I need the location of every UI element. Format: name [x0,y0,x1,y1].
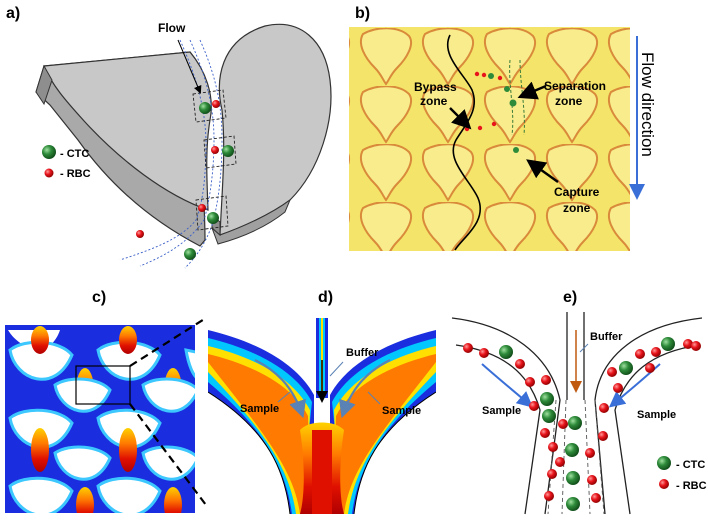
flow-arrow [177,39,202,94]
panel-a: a) [6,5,332,269]
rbc-cell [211,146,219,154]
micrograph [349,27,630,251]
panel-b-label: b) [355,5,370,22]
zone-boxes [192,89,237,231]
sample-left-label-e: Sample [482,405,521,417]
panel-c-label: c) [92,289,106,306]
sample-arrow-right [338,359,391,419]
buffer-pointer-e [579,343,589,353]
bypass-label-1: Bypass [414,80,457,94]
sample-pointer-left [277,391,291,403]
flow-label: Flow [158,21,186,35]
legend-a: - CTC - RBC [42,145,91,180]
rbc-cell [464,126,470,132]
bypass-arrow [449,107,472,130]
panel-c: c) [5,289,207,513]
ctc-cell [222,145,234,157]
chip-right [211,23,332,245]
legend-e-rbc-text: - RBC [676,480,707,492]
velocity-field-d [208,318,436,514]
legend-ctc-swatch [657,456,671,470]
panel-d: d) [208,289,436,514]
legend-a-rbc-text: - RBC [60,168,91,180]
zoom-line-top [129,317,207,367]
sample-pointer-right [367,391,381,405]
legend-e-ctc-text: - CTC [676,459,705,471]
buffer-label-d: Buffer [346,347,379,359]
panel-b: b) Bypass zone Separation zone Capture z… [349,5,657,251]
ctc-cell [513,147,519,153]
flow-direction-label: Flow direction [638,52,657,157]
streamline [509,59,514,136]
legend-rbc-swatch [659,479,669,489]
ctc-cell [199,102,211,114]
rbc-cell [497,75,503,81]
legend-ctc-swatch [42,145,56,159]
ctc-cell [184,248,196,260]
capture-label-1: Capture [554,185,600,199]
sample-arrow-left [254,359,307,419]
flow-streamlines [119,39,223,269]
panel-a-label: a) [6,5,20,22]
buffer-pointer [329,361,344,377]
bypass-label-2: zone [420,94,448,108]
sample-arrow-right-e [608,363,661,408]
particles-e [463,337,701,511]
panel-e-label: e) [563,289,577,306]
rbc-cell [212,100,220,108]
rbc-cell [477,125,483,131]
sample-right-label-d: Sample [382,405,421,417]
panel-e: e) Buffer Sample Sample [451,289,707,515]
chip-left [35,51,212,247]
rbc-cell [198,204,206,212]
legend-e: - CTC - RBC [657,456,707,492]
sample-right-label-e: Sample [637,409,676,421]
zoom-line-bottom [129,403,207,506]
separation-label-1: Separation [544,79,606,93]
ctc-cell [488,73,494,79]
ctc-cell [504,86,510,92]
ctc-cell [207,212,219,224]
sample-arrow-left-e [481,363,534,408]
buffer-label-e: Buffer [590,331,623,343]
rbc-cell [491,121,497,127]
zoom-box [75,365,131,405]
separation-arrow [517,81,547,100]
capture-label-2: zone [563,201,591,215]
legend-rbc-swatch [44,168,54,178]
legend-a-ctc-text: - CTC [60,148,89,160]
ctc-cell [509,99,517,107]
capture-arrow [526,159,559,183]
velocity-field [8,326,195,513]
rbc-cell [481,72,487,78]
cell-trajectory [447,34,481,251]
separation-label-2: zone [555,94,583,108]
rbc-cell [474,71,480,77]
rbc-cell [136,230,144,238]
sample-left-label-d: Sample [240,403,279,415]
panel-d-label: d) [318,289,333,306]
